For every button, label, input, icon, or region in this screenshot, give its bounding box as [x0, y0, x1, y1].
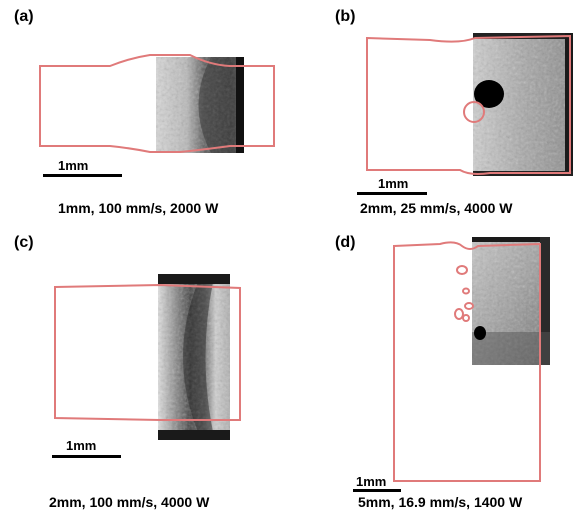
- panel-b-caption: 2mm, 25 mm/s, 4000 W: [360, 200, 513, 216]
- panel-c-label: (c): [14, 234, 34, 251]
- panel-a-scale-bar: [43, 174, 122, 177]
- panel-d-pore: [474, 326, 486, 340]
- panel-c-caption: 2mm, 100 mm/s, 4000 W: [49, 494, 210, 510]
- panel-d-scale-bar: [353, 489, 401, 492]
- panel-b-scale-label: 1mm: [378, 176, 409, 191]
- panel-d-caption: 5mm, 16.9 mm/s, 1400 W: [358, 494, 523, 510]
- panel-c-scale-label: 1mm: [66, 438, 97, 453]
- panel-a-caption: 1mm, 100 mm/s, 2000 W: [58, 200, 219, 216]
- panel-d-label: (d): [335, 234, 356, 251]
- panel-a-label: (a): [14, 8, 34, 25]
- panel-c-micrograph: [158, 274, 230, 440]
- panel-a-scale-label: 1mm: [58, 158, 89, 173]
- panel-b-label: (b): [335, 8, 356, 25]
- panel-b-pore: [474, 80, 504, 108]
- panel-c-scale-bar: [52, 455, 121, 458]
- panel-d-micrograph: [472, 237, 550, 365]
- panel-b-scale-bar: [357, 192, 427, 195]
- panel-d-scale-label: 1mm: [356, 474, 387, 489]
- panel-a-micrograph: [156, 57, 244, 153]
